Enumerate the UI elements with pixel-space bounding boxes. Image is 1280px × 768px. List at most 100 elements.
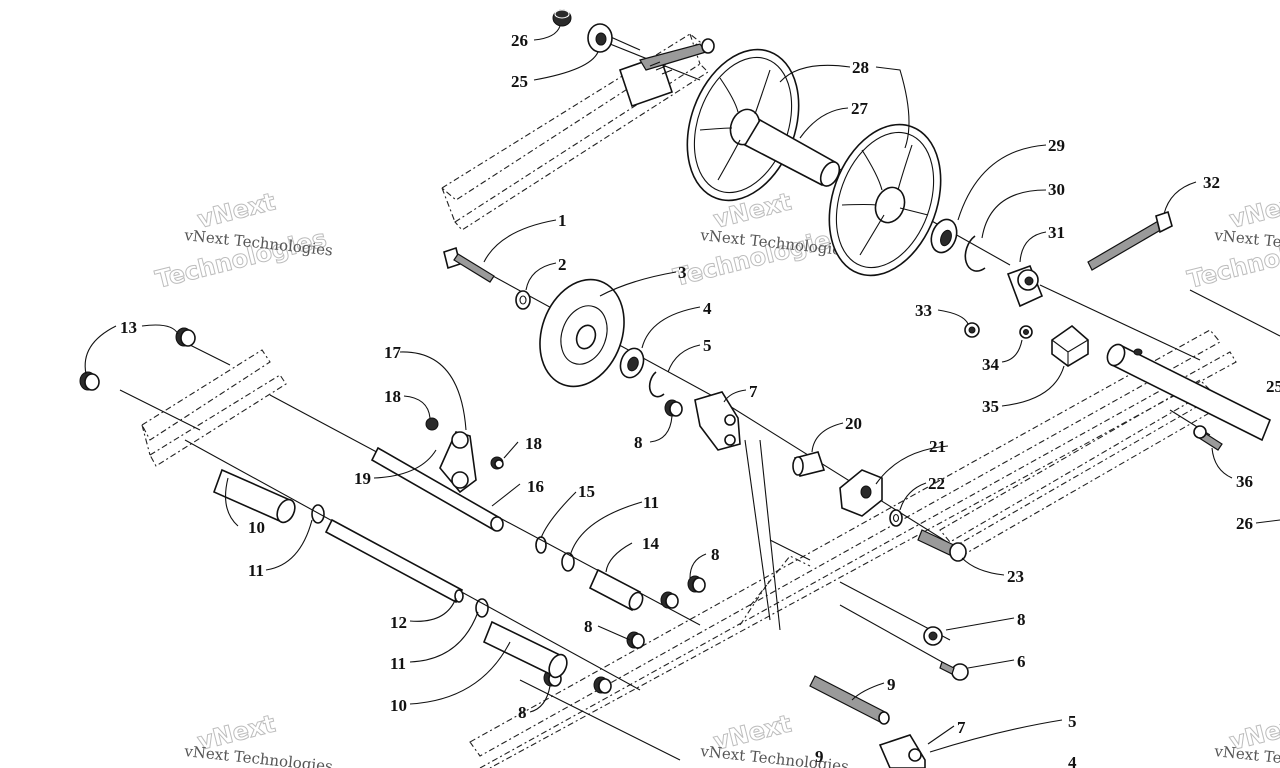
part-13-cap-b [175,327,196,347]
callout-8-d: 8 [518,703,527,722]
callout-29: 29 [1048,136,1065,155]
watermark-center: vNext Technologies vNext Technologies [670,187,849,292]
part-13-cap-a [79,371,100,391]
leader-lines [84,25,1280,753]
part-3-wheel [539,278,625,388]
watermark-bottom-left: vNext vNext Technologies [183,709,334,768]
watermark-right: vNext Technologies vNext Technologies [1184,187,1280,294]
part-26-cap [552,9,572,27]
part-12-rod [324,518,464,604]
part-34-nut [1019,325,1033,339]
part-23-bolt [917,529,967,562]
callout-6: 6 [1017,652,1026,671]
callout-32: 32 [1203,173,1220,192]
part-5-snap-ring [648,371,665,398]
callout-16: 16 [527,477,544,496]
callout-17: 17 [384,343,402,362]
part-8-bushing-d [626,631,645,649]
part-7-bracket [694,391,741,451]
watermark-bottom-right: vNext vNext Technologies [1213,709,1280,768]
part-35-block [1051,324,1089,367]
part-8-nut-right [923,626,943,646]
part-31-adjuster [1006,264,1044,308]
callout-14: 14 [642,534,660,553]
callout-18-b: 18 [525,434,542,453]
part-32-adjuster-bolt [1087,210,1173,271]
part-14-spacer [588,568,644,612]
watermark-big-a: vNext [195,188,278,234]
part-27-axle-tube [743,118,841,187]
part-16-shaft [370,446,504,532]
callout-19: 19 [354,469,371,488]
part-18-bolt-b [490,456,504,470]
callout-8-b: 8 [711,545,720,564]
callout-13: 13 [120,318,137,337]
watermark-small: vNext Technologies [183,742,334,768]
right-axle-tube [1106,343,1272,442]
callout-21: 21 [929,437,946,456]
callout-9-bottom: 9 [815,747,824,766]
part-36-bolt [1193,425,1223,451]
callout-11-c: 11 [390,654,406,673]
part-6-bolt [939,661,969,681]
part-22-washer [889,509,903,527]
part-8-bushing-b [687,575,706,593]
callout-4-bottom: 4 [1068,753,1077,768]
callout-1: 1 [558,211,567,230]
callout-8-c: 8 [584,617,593,636]
part-11-ring-b [561,552,575,572]
part-10-spacer-upper [212,468,296,524]
part-20-bushing [792,451,826,477]
part-17-arm [439,431,477,494]
part-4-bearing [619,347,645,379]
callout-2: 2 [558,255,567,274]
part-8-bushing-c [660,591,679,609]
callout-8-right: 8 [1017,610,1026,629]
part-25-washer [587,23,613,53]
part-7-bracket-bottom [878,734,926,768]
part-8-bushing-a [664,399,683,417]
callout-20: 20 [845,414,862,433]
part-28-idler-wheel-rear [686,48,800,202]
callout-26-right: 26 [1236,514,1253,533]
callout-11-b: 11 [248,561,264,580]
callout-23: 23 [1007,567,1024,586]
callout-25-right: 25 [1266,377,1280,396]
callout-28: 28 [852,58,869,77]
callout-9: 9 [887,675,896,694]
part-9-shaft [809,675,890,725]
part-18-bolt-a [425,417,439,431]
watermark-big-a: vNext [1227,188,1280,234]
callout-10-a: 10 [248,518,265,537]
part-30-snap-ring [964,235,986,272]
part-11-ring-a [311,504,325,524]
callout-15: 15 [578,482,595,501]
left-rail-phantom [141,349,287,467]
callout-30: 30 [1048,180,1065,199]
callout-36: 36 [1236,472,1253,491]
callout-18-a: 18 [384,387,401,406]
watermark-left: vNext Technologies vNext Technologies [152,187,333,294]
callout-7-bottom: 7 [957,718,966,737]
callout-33: 33 [915,301,932,320]
callout-12: 12 [390,613,407,632]
part-33-nut [964,322,980,338]
callout-8-a: 8 [634,433,643,452]
part-11-ring-c [475,598,489,618]
callout-22: 22 [928,474,945,493]
part-1-bolt [443,246,495,283]
callout-7: 7 [749,382,758,401]
part-2-washer [515,290,531,310]
callout-31: 31 [1048,223,1065,242]
part-28-idler-wheel-front [828,123,942,277]
part-8-bushing-f [593,676,612,694]
part-21-block [839,469,883,517]
watermark-bottom-center: vNext vNext Technologies [699,709,850,768]
callout-5: 5 [703,336,712,355]
callout-labels: 26 25 28 27 29 30 31 32 33 34 35 25 36 2… [120,31,1280,768]
part-29-bearing [930,218,958,254]
callout-35: 35 [982,397,999,416]
callout-34: 34 [982,355,1000,374]
callout-10-b: 10 [390,696,407,715]
